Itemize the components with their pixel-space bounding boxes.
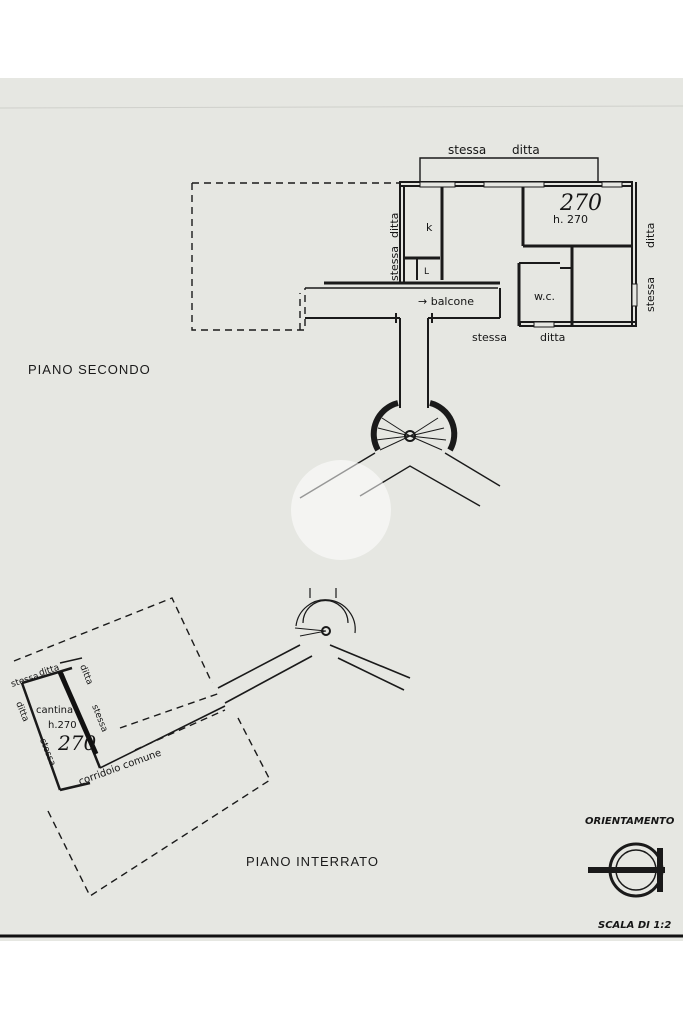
compass-icon — [588, 842, 665, 898]
drawing-sheet: stessa ditta ditta stessa stessa ditta d… — [0, 78, 683, 941]
label-cantina-ditta-3: ditta — [13, 700, 30, 723]
label-kitchen: k — [426, 221, 433, 234]
floor-plan-drawing: stessa ditta ditta stessa stessa ditta d… — [0, 105, 683, 938]
terrace-outline — [191, 182, 400, 331]
label-cantina-ditta-2: ditta — [77, 663, 94, 686]
label-cantina-height-hand: 270 — [57, 731, 96, 755]
label-wc: w.c. — [534, 290, 555, 303]
label-stessa-left: stessa — [388, 246, 401, 281]
label-ditta-right: ditta — [644, 223, 657, 248]
label-stessa-right: stessa — [644, 277, 657, 312]
label-cantina-ditta: ditta — [38, 663, 61, 679]
label-ditta-bottom: ditta — [540, 331, 565, 344]
title-piano-interrato: PIANO INTERRATO — [246, 854, 379, 869]
label-scala: SCALA DI 1:2 — [598, 920, 671, 931]
label-ditta-left: ditta — [388, 213, 401, 238]
label-ditta-top: ditta — [512, 143, 540, 157]
label-cantina: cantina — [36, 705, 73, 716]
label-bath: L — [424, 267, 429, 277]
basement-plan — [13, 588, 411, 898]
label-cantina-stessa-2: stessa — [89, 703, 109, 733]
label-cantina-stessa-3: stessa — [37, 737, 57, 767]
label-orientamento: ORIENTAMENTO — [585, 816, 675, 827]
label-cantina-height: h.270 — [48, 720, 77, 731]
label-height-hand: 270 — [559, 191, 602, 216]
label-cantina-stessa: stessa — [10, 671, 40, 689]
label-stessa-bottom: stessa — [472, 331, 507, 344]
label-balcone: → balcone — [418, 295, 474, 308]
label-height: h. 270 — [553, 213, 588, 226]
title-piano-secondo: PIANO SECONDO — [28, 362, 151, 377]
label-stessa-top: stessa — [448, 143, 486, 157]
watermark-logo — [291, 460, 391, 560]
